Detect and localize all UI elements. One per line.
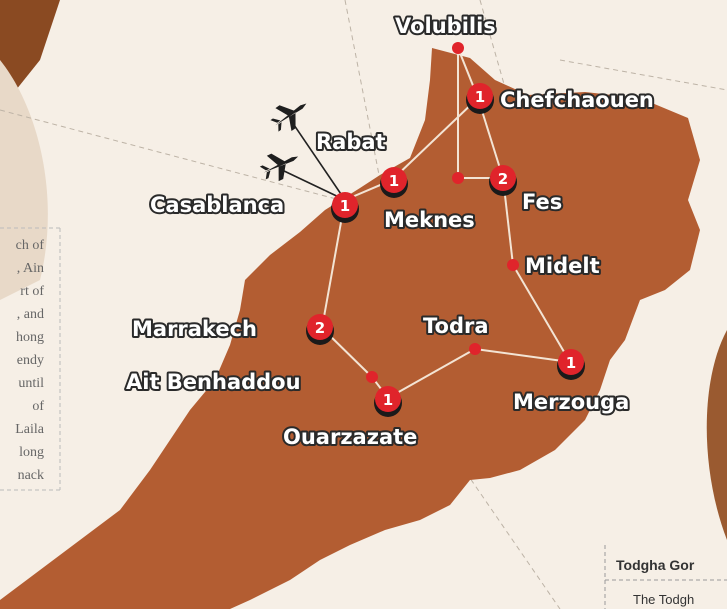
- label-todra[interactable]: Todra: [421, 312, 491, 340]
- pin-midelt: [507, 259, 519, 271]
- night-marker-ouarzazate[interactable]: 1: [374, 386, 402, 417]
- label-chefchaouen[interactable]: Chefchaouen: [498, 86, 656, 114]
- footer-panel: Todgha Gor The Todgh: [604, 545, 727, 609]
- night-count-casablanca: 1: [340, 197, 350, 215]
- left-photo-shadow: [0, 60, 48, 300]
- label-ouarzazate[interactable]: Ouarzazate: [281, 423, 419, 451]
- night-count-marrakech: 2: [315, 319, 325, 337]
- night-count-rabat: 1: [389, 172, 399, 190]
- label-ait-benhaddou[interactable]: Ait Benhaddou: [124, 368, 303, 396]
- night-marker-merzouga[interactable]: 1: [557, 349, 585, 380]
- route-merzouga-todra: [474, 348, 571, 363]
- side-text-line: long: [19, 445, 44, 460]
- side-text-line: until: [18, 376, 44, 391]
- footer-line: The Todgh: [633, 592, 694, 607]
- side-text-line: ch of: [16, 238, 45, 253]
- label-marrakech[interactable]: Marrakech: [130, 315, 259, 343]
- route-rabat-chefchaouen: [391, 97, 479, 181]
- side-text-line: , and: [17, 307, 44, 322]
- side-text-line: , Ain: [17, 261, 44, 276]
- label-merzouga[interactable]: Merzouga: [511, 388, 631, 416]
- label-volubilis[interactable]: Volubilis: [393, 12, 498, 40]
- night-count-chefchaouen: 1: [475, 88, 485, 106]
- footer-title: Todgha Gor: [616, 557, 695, 573]
- flight-paths: [281, 121, 346, 201]
- side-text-line: nack: [18, 468, 44, 483]
- pin-todra: [469, 343, 481, 355]
- right-photo-fragment: [706, 330, 727, 540]
- night-marker-marrakech[interactable]: 2: [306, 314, 334, 345]
- night-marker-chefchaouen[interactable]: 1: [466, 83, 494, 114]
- airplane-icon: [270, 103, 307, 132]
- night-marker-casablanca[interactable]: 1: [331, 192, 359, 223]
- side-text-line: of: [32, 399, 44, 414]
- label-midelt[interactable]: Midelt: [523, 252, 602, 280]
- night-count-fes: 2: [498, 170, 508, 188]
- side-text-line: Laila: [15, 422, 45, 437]
- label-casablanca[interactable]: Casablanca: [148, 191, 286, 219]
- pin-meknes: [452, 172, 464, 184]
- side-text-line: endy: [17, 353, 44, 368]
- stop-pins: [366, 42, 519, 383]
- label-rabat[interactable]: Rabat: [314, 128, 388, 156]
- night-marker-rabat[interactable]: 1: [380, 167, 408, 198]
- pin-ait-benhaddou: [366, 371, 378, 383]
- label-fes[interactable]: Fes: [520, 188, 564, 216]
- pin-volubilis: [452, 42, 464, 54]
- route-midelt-merzouga: [512, 264, 571, 363]
- route-todra-ouarzazate: [387, 348, 476, 399]
- airplane-icon: [259, 153, 299, 182]
- side-text-line: hong: [16, 330, 44, 345]
- overnight-markers: 1 1 1 2 2 1 1: [306, 83, 585, 417]
- side-text-line: rt of: [20, 284, 44, 299]
- morocco-land: [0, 48, 700, 609]
- city-labels: Volubilis Chefchaouen Rabat Casablanca M…: [124, 12, 656, 451]
- night-count-ouarzazate: 1: [383, 391, 393, 409]
- side-text-panel: ch of , Ain rt of , and hong endy until …: [0, 227, 61, 491]
- label-meknes[interactable]: Meknes: [382, 206, 477, 234]
- night-count-merzouga: 1: [566, 354, 576, 372]
- night-marker-fes[interactable]: 2: [489, 165, 517, 196]
